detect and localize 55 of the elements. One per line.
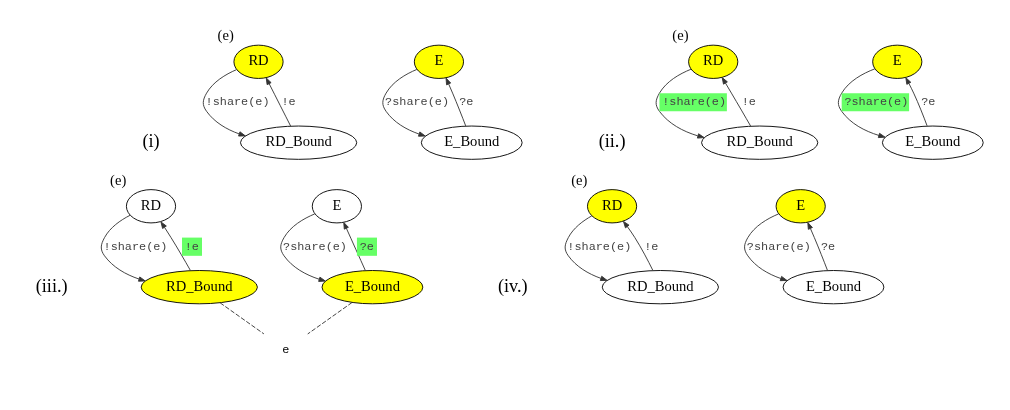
node-text: e — [282, 343, 290, 358]
label: (i) — [142, 131, 160, 152]
edge-label: !share(e) — [567, 239, 632, 254]
node-ellipse: E — [775, 189, 826, 224]
edge-label: !share(e) — [103, 239, 168, 254]
arrow — [744, 213, 788, 282]
arrow — [623, 220, 654, 271]
edge-label: !e — [644, 239, 659, 254]
edge-label: ?e — [359, 239, 374, 254]
arrow — [160, 221, 191, 271]
edge-label: !share(e) — [205, 95, 270, 110]
edge-label: ?share(e) — [283, 239, 347, 254]
arrow — [382, 69, 426, 137]
node-label: (e) — [110, 171, 127, 188]
arrow — [445, 77, 467, 127]
node-ellipse: E_Bound — [881, 125, 984, 160]
edge-label: ?e — [820, 239, 836, 254]
node-ellipse: RD — [125, 189, 177, 224]
arrow — [905, 77, 928, 127]
arrow — [280, 213, 326, 282]
arrow — [343, 221, 366, 271]
label: (iii.) — [35, 275, 68, 296]
arrow — [721, 77, 752, 127]
arrow — [807, 222, 828, 271]
arrow — [100, 214, 146, 282]
node-ellipse: E — [311, 189, 362, 224]
node-ellipse: E_Bound — [321, 270, 424, 305]
arrow — [655, 68, 705, 139]
arrow — [202, 69, 246, 137]
node-ellipse: RD — [587, 189, 638, 224]
edge-label: !e — [741, 95, 756, 110]
edge-label: ?share(e) — [844, 95, 909, 110]
edge-label: ?share(e) — [385, 95, 450, 110]
arrow — [265, 77, 292, 127]
node-label: (e) — [672, 27, 689, 44]
connector — [307, 302, 353, 335]
label: (ii.) — [598, 131, 626, 152]
node-label: (e) — [217, 27, 234, 44]
node-ellipse: E — [413, 44, 464, 79]
arrow — [837, 68, 886, 139]
edge-label: !e — [281, 95, 296, 110]
node-ellipse: E_Bound — [782, 270, 885, 305]
node-ellipse: RD — [233, 44, 284, 79]
edge-label: ?e — [921, 95, 936, 110]
edge-label: !share(e) — [662, 95, 727, 110]
edge-label: ?e — [459, 95, 474, 110]
arrow — [564, 215, 608, 281]
edge-label: ?share(e) — [746, 239, 811, 254]
connector — [219, 302, 265, 335]
label: (iv.) — [497, 275, 528, 296]
node-ellipse: RD_Bound — [701, 125, 819, 160]
node-ellipse: E — [872, 44, 923, 79]
edge-label: !e — [184, 239, 199, 254]
node-ellipse: RD — [688, 44, 739, 79]
node-label: (e) — [571, 171, 588, 188]
